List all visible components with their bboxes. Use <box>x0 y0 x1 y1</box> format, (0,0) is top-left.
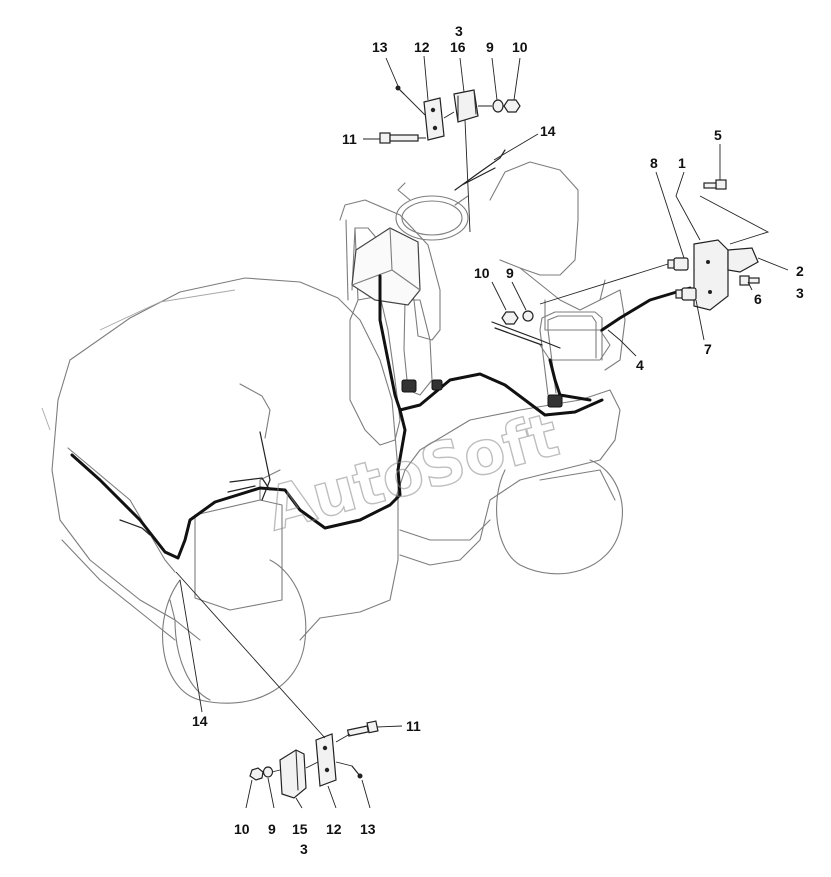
callout-1: 1 <box>678 155 686 171</box>
machine-outline <box>41 161 626 704</box>
callout-10-bottom: 10 <box>234 821 250 837</box>
callout-9-mid: 9 <box>506 265 514 281</box>
callout-10-mid: 10 <box>474 265 490 281</box>
callout-14-top: 14 <box>540 123 556 139</box>
callout-3-right: 3 <box>796 285 804 301</box>
top-lamp-assembly <box>379 85 521 233</box>
callout-6: 6 <box>754 291 762 307</box>
callout-12-bottom: 12 <box>326 821 342 837</box>
callout-9-top: 9 <box>486 39 494 55</box>
callout-7: 7 <box>704 341 712 357</box>
callout-10-top: 10 <box>512 39 528 55</box>
callout-2: 2 <box>796 263 804 279</box>
watermark: AutoSoft <box>260 400 566 545</box>
callout-9-bottom: 9 <box>268 821 276 837</box>
middle-hardware <box>501 310 534 325</box>
callout-13-bottom: 13 <box>360 821 376 837</box>
bottom-lamp-assembly <box>175 571 379 799</box>
wiring-harness <box>70 149 692 560</box>
callout-4: 4 <box>636 357 644 373</box>
callout-5: 5 <box>714 127 722 143</box>
callout-15: 15 <box>292 821 308 837</box>
callout-8: 8 <box>650 155 658 171</box>
callout-3-bottom: 3 <box>300 841 308 857</box>
callout-labels: 13 12 3 16 9 10 11 14 5 8 1 2 3 6 7 4 10… <box>192 23 804 857</box>
callout-16: 16 <box>450 39 466 55</box>
callout-11-top: 11 <box>342 131 357 147</box>
callout-13-top: 13 <box>372 39 388 55</box>
callout-11-bottom: 11 <box>406 718 421 734</box>
callout-12-top: 12 <box>414 39 430 55</box>
right-lamp-assembly <box>539 179 770 311</box>
callout-14-bottom: 14 <box>192 713 208 729</box>
callout-3-top: 3 <box>455 23 463 39</box>
leader-lines <box>179 55 789 809</box>
